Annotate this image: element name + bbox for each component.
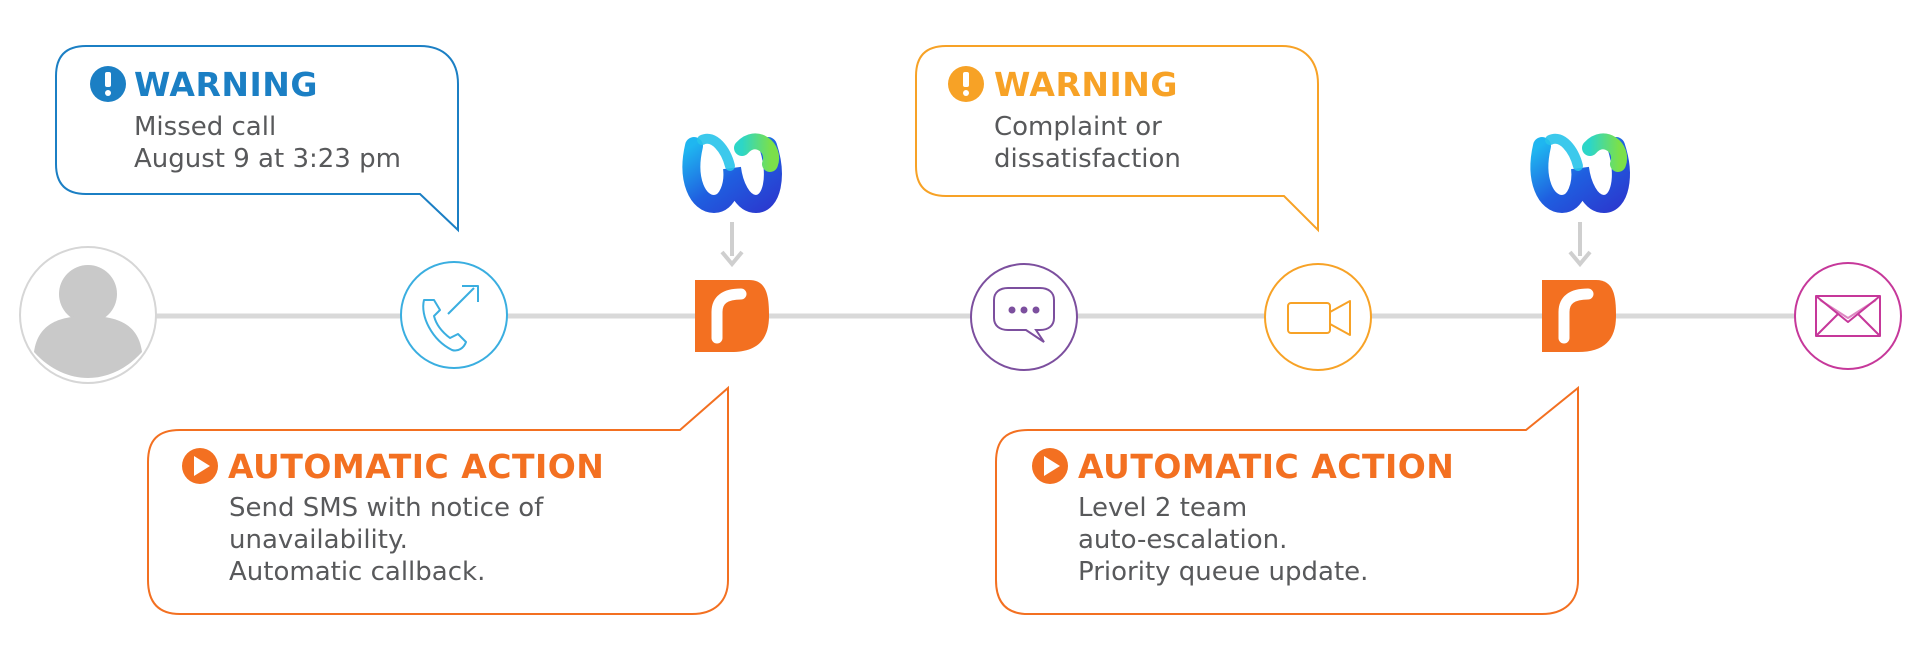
email-node [1794, 262, 1902, 370]
integration-1 [691, 139, 772, 268]
play-icon [182, 448, 218, 484]
customer-avatar [19, 246, 157, 384]
down-arrow-icon [720, 222, 744, 268]
action-1-line-1: Send SMS with notice of [229, 493, 544, 523]
outgoing-call-node [400, 261, 508, 369]
action-callout-2: AUTOMATIC ACTION Level 2 team auto-escal… [995, 385, 1579, 615]
integration-2 [1539, 139, 1620, 268]
phone-outgoing-icon [422, 285, 479, 352]
video-camera-icon [1287, 300, 1351, 336]
play-icon [1032, 448, 1068, 484]
webex-logo-icon [691, 139, 772, 204]
envelope-icon [1815, 295, 1881, 337]
action-1-line-2: unavailability. [229, 525, 408, 555]
automation-logo-icon [695, 280, 769, 352]
action-2-line-2: auto-escalation. [1078, 525, 1287, 555]
exclamation-icon [948, 66, 984, 102]
action-2-line-1: Level 2 team [1078, 493, 1247, 523]
warning-2-title: WARNING [994, 65, 1178, 104]
exclamation-icon [90, 66, 126, 102]
video-call-node [1264, 263, 1372, 371]
warning-1-line-1: Missed call [134, 112, 276, 142]
webex-logo-icon [1539, 139, 1620, 204]
automation-logo-icon [1542, 280, 1616, 352]
user-icon [34, 265, 142, 378]
warning-2-line-1: Complaint or [994, 112, 1162, 142]
action-1-title: AUTOMATIC ACTION [228, 447, 604, 486]
action-2-title: AUTOMATIC ACTION [1078, 447, 1454, 486]
action-1-line-3: Automatic callback. [229, 557, 485, 587]
warning-callout-1: WARNING Missed call August 9 at 3:23 pm [55, 45, 459, 233]
action-2-line-3: Priority queue update. [1078, 557, 1368, 587]
chat-node [970, 263, 1078, 371]
warning-1-title: WARNING [134, 65, 318, 104]
warning-1-line-2: August 9 at 3:23 pm [134, 144, 401, 174]
warning-2-line-2: dissatisfaction [994, 144, 1181, 174]
warning-callout-2: WARNING Complaint or dissatisfaction [915, 45, 1319, 233]
automation-1-node [695, 280, 769, 352]
down-arrow-icon [1568, 222, 1592, 268]
automation-2-node [1542, 280, 1616, 352]
chat-bubble-icon [993, 287, 1055, 343]
action-callout-1: AUTOMATIC ACTION Send SMS with notice of… [147, 385, 729, 615]
